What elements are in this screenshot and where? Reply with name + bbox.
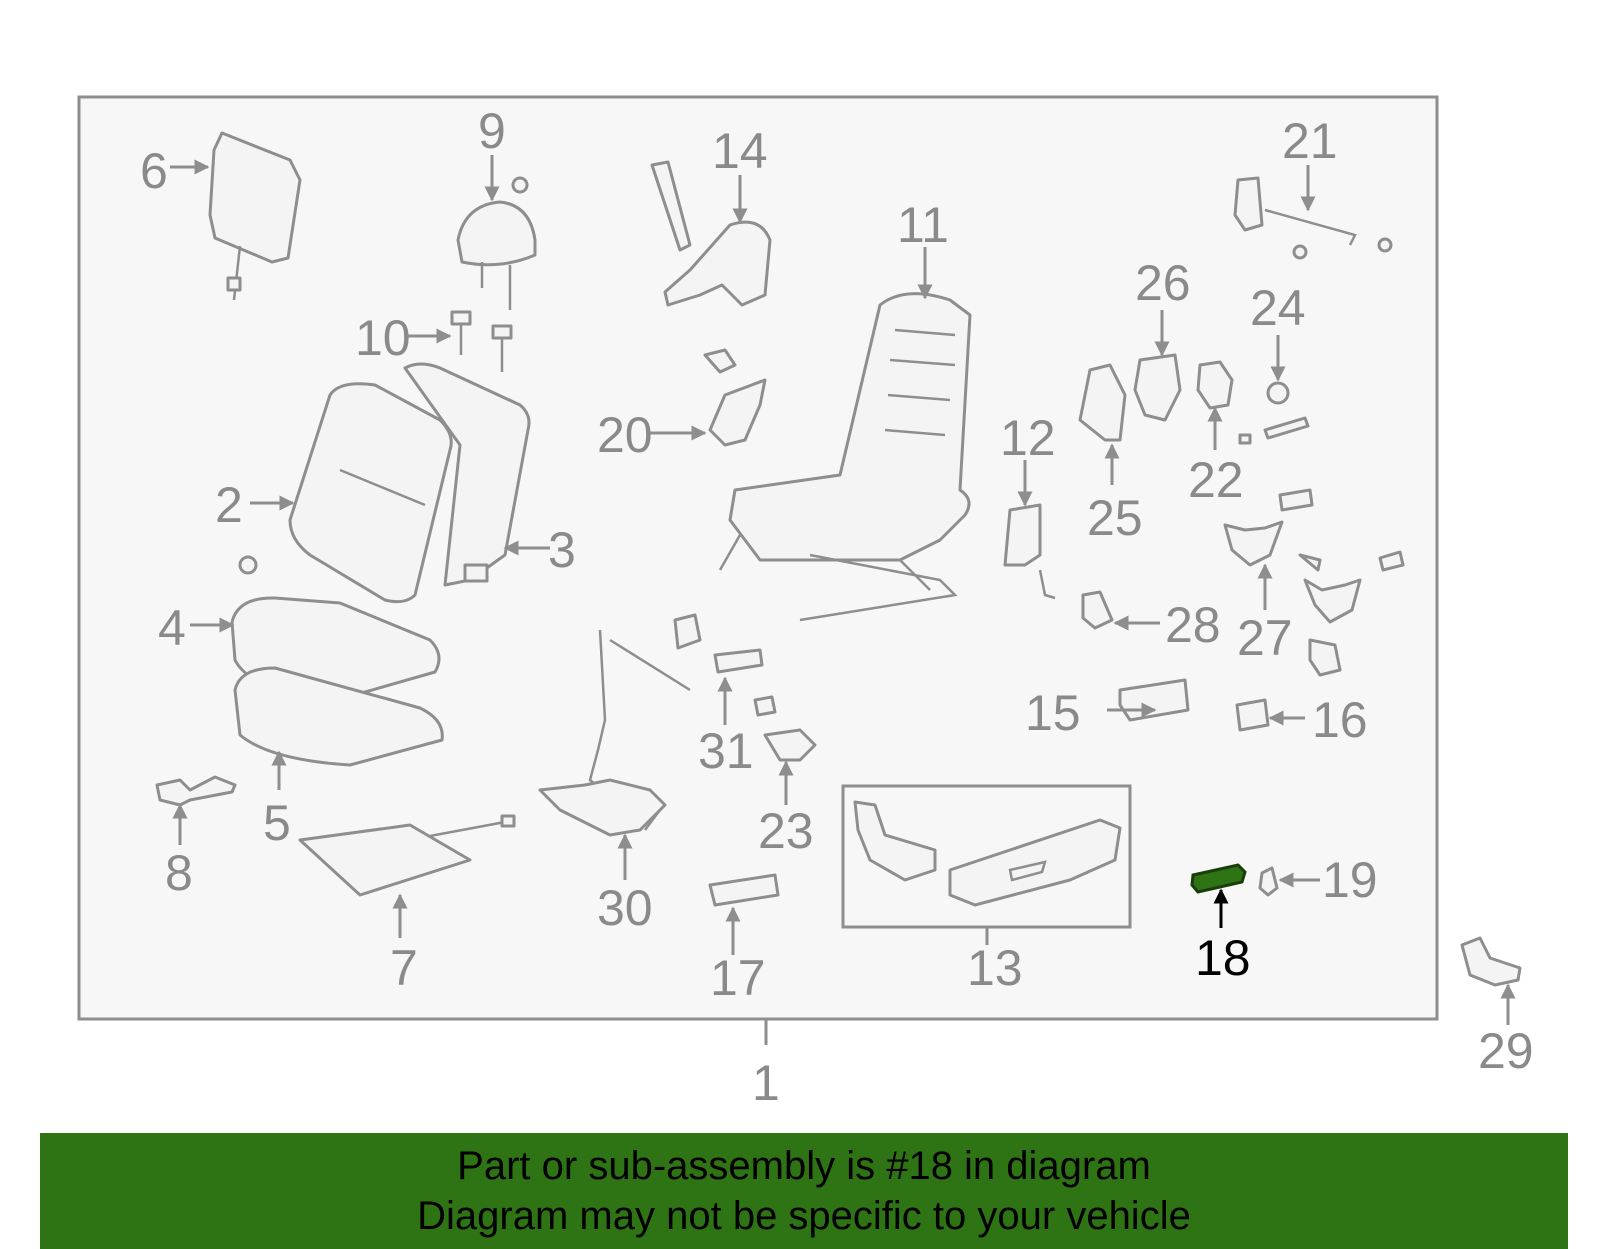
part-19-cap	[1258, 866, 1279, 897]
callout-labels: 6 9 10 14 11 21 26 24 12 20 22 25 2 3 4 …	[140, 103, 1534, 1111]
callout-29: 29	[1478, 1023, 1534, 1079]
part-13-group-box	[841, 784, 1132, 929]
callout-20: 20	[597, 407, 653, 463]
callout-9: 9	[478, 103, 506, 159]
part-31-connector	[713, 648, 777, 717]
part-18-highlighted	[1190, 863, 1247, 894]
part-22-plate	[1196, 360, 1234, 410]
part-29-bracket	[1460, 936, 1522, 987]
callout-5: 5	[263, 795, 291, 851]
callout-24: 24	[1250, 280, 1306, 336]
part-20-bracket	[703, 348, 767, 447]
part-21-lever	[1233, 176, 1393, 260]
callout-2: 2	[215, 477, 243, 533]
part-13-side-shield	[853, 800, 1122, 907]
callout-7: 7	[390, 940, 418, 996]
callout-1: 1	[752, 1055, 780, 1111]
part-6-back-board	[208, 131, 302, 301]
part-3-seatback-pad	[403, 362, 531, 587]
part-5-cushion-pad	[233, 666, 444, 767]
callout-10: 10	[355, 310, 411, 366]
info-banner: Part or sub-assembly is #18 in diagram D…	[40, 1133, 1568, 1249]
callout-27: 27	[1237, 610, 1293, 666]
callout-30: 30	[597, 880, 653, 936]
part-27-cover	[1223, 488, 1405, 677]
callout-23: 23	[758, 803, 814, 859]
callout-16: 16	[1312, 692, 1368, 748]
part-7-heater-mat	[298, 814, 516, 897]
part-10-headrest-guide	[450, 310, 513, 372]
leader-lines	[170, 155, 1516, 1025]
callout-19: 19	[1322, 852, 1378, 908]
part-23-clip	[763, 728, 817, 762]
banner-line-1: Part or sub-assembly is #18 in diagram	[457, 1144, 1151, 1188]
part-2-seatback-cover	[288, 382, 453, 604]
callout-8: 8	[165, 845, 193, 901]
part-8-clip	[155, 775, 237, 807]
part-26-plate	[1133, 353, 1182, 422]
part-24-spring	[1238, 381, 1310, 445]
part-16-knob	[1235, 698, 1270, 732]
callout-15: 15	[1025, 685, 1081, 741]
callout-17: 17	[710, 950, 766, 1006]
part-30-wire-harness	[538, 613, 702, 837]
part-14-side-cover	[650, 160, 772, 307]
callout-14: 14	[712, 123, 768, 179]
part-28-clip	[1081, 590, 1114, 630]
part-17-clip	[708, 873, 780, 907]
callout-4: 4	[158, 600, 186, 656]
callout-13: 13	[967, 940, 1023, 996]
part-12-motor	[1003, 503, 1056, 600]
callout-12: 12	[1000, 410, 1056, 466]
callout-31: 31	[698, 723, 754, 779]
callout-22: 22	[1188, 452, 1244, 508]
callout-21: 21	[1282, 113, 1338, 169]
callout-18-highlighted: 18	[1195, 930, 1251, 986]
callout-26: 26	[1135, 255, 1191, 311]
part-25-cover	[1078, 363, 1127, 442]
callout-28: 28	[1165, 597, 1221, 653]
banner-line-2: Diagram may not be specific to your vehi…	[417, 1194, 1191, 1238]
part-9-headrest	[456, 176, 537, 310]
callout-11: 11	[897, 197, 949, 253]
callout-6: 6	[140, 143, 168, 199]
callout-3: 3	[548, 522, 576, 578]
callout-25: 25	[1087, 490, 1143, 546]
part-11-seat-frame	[718, 292, 972, 622]
